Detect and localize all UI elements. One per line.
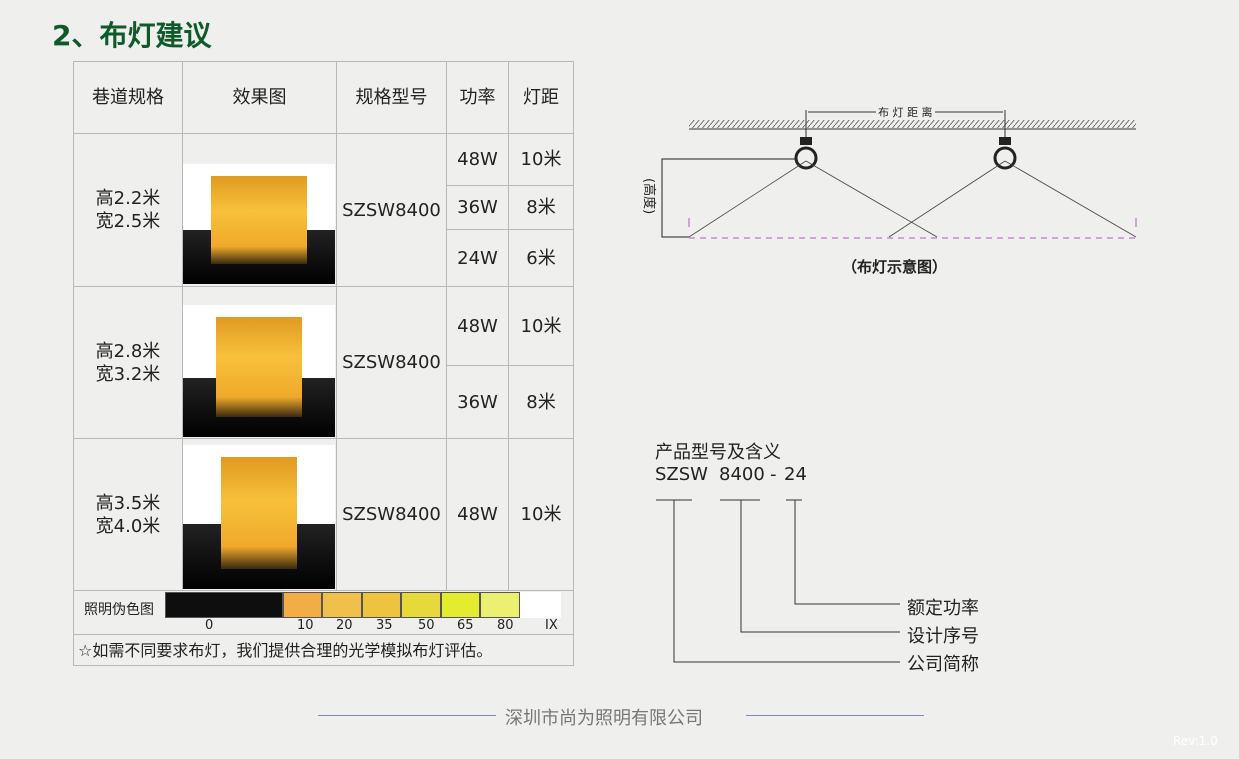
product-heading: 产品型号及含义 [655, 442, 781, 463]
diagram-caption: （布灯示意图） [842, 258, 948, 276]
code-separator: - [770, 464, 777, 485]
height-label: (高度) [641, 178, 656, 215]
legend-swatch [362, 592, 401, 618]
code-power: 24 [784, 464, 807, 485]
legend-tick: 65 [457, 618, 474, 633]
legend-tick: 10 [297, 618, 314, 633]
power: 24W [446, 229, 509, 287]
legend-tick: 35 [376, 618, 393, 633]
column-header: 效果图 [182, 61, 337, 134]
power: 48W [446, 286, 509, 366]
column-header: 规格型号 [336, 61, 447, 134]
page-title: 2、布灯建议 [52, 19, 212, 52]
legend-swatch [441, 592, 480, 618]
legend-swatch [165, 592, 283, 618]
power: 36W [446, 185, 509, 230]
render-image [182, 438, 337, 591]
legend-swatch [283, 592, 322, 618]
legend-tick: 20 [336, 618, 353, 633]
revision: Rev:1.0 [1173, 734, 1218, 748]
spacing: 8米 [508, 365, 574, 439]
legend-swatch [480, 592, 520, 618]
column-header: 巷道规格 [73, 61, 183, 134]
power: 48W [446, 133, 509, 186]
render-image [182, 286, 337, 439]
legend-swatch [322, 592, 362, 618]
lamp-icon [993, 137, 1017, 170]
spacing: 10米 [508, 286, 574, 366]
spacing-label: 布 灯 距 离 [876, 104, 935, 120]
row-spec: 高3.5米 宽4.0米 [73, 438, 183, 591]
power: 48W [446, 438, 509, 591]
layout-diagram [661, 110, 1137, 239]
power: 36W [446, 365, 509, 439]
code-series: 8400 [719, 464, 765, 485]
divider [318, 715, 496, 716]
company-name: 深圳市尚为照明有限公司 [505, 708, 703, 729]
tunnel-render [183, 305, 335, 437]
legend-tick: 50 [418, 618, 435, 633]
model-number: SZSW8400 [336, 286, 447, 439]
row-spec: 高2.8米 宽3.2米 [73, 286, 183, 439]
legend-label: 照明伪色图 [84, 602, 154, 618]
tunnel-render [183, 445, 335, 589]
column-header: 功率 [446, 61, 509, 134]
legend-swatch [520, 592, 561, 618]
label-company-abbr: 公司简称 [907, 654, 979, 675]
legend-swatch [401, 592, 441, 618]
footnote: ☆如需不同要求布灯，我们提供合理的光学模拟布灯评估。 [73, 634, 574, 666]
code-prefix: SZSW [655, 464, 708, 485]
spacing: 6米 [508, 229, 574, 287]
legend-tick: 80 [497, 618, 514, 633]
column-header: 灯距 [508, 61, 574, 134]
model-number: SZSW8400 [336, 133, 447, 287]
code-leader-lines [656, 499, 900, 663]
label-design-number: 设计序号 [907, 626, 979, 647]
spacing: 10米 [508, 133, 574, 186]
spacing: 8米 [508, 185, 574, 230]
legend-tick: 0 [205, 618, 214, 633]
row-spec: 高2.2米 宽2.5米 [73, 133, 183, 287]
lamp-icon [794, 137, 818, 170]
model-number: SZSW8400 [336, 438, 447, 591]
label-rated-power: 额定功率 [907, 598, 979, 619]
tunnel-render [183, 164, 335, 284]
divider [746, 715, 924, 716]
spacing: 10米 [508, 438, 574, 591]
legend-tick: IX [545, 618, 558, 633]
render-image [182, 133, 337, 287]
